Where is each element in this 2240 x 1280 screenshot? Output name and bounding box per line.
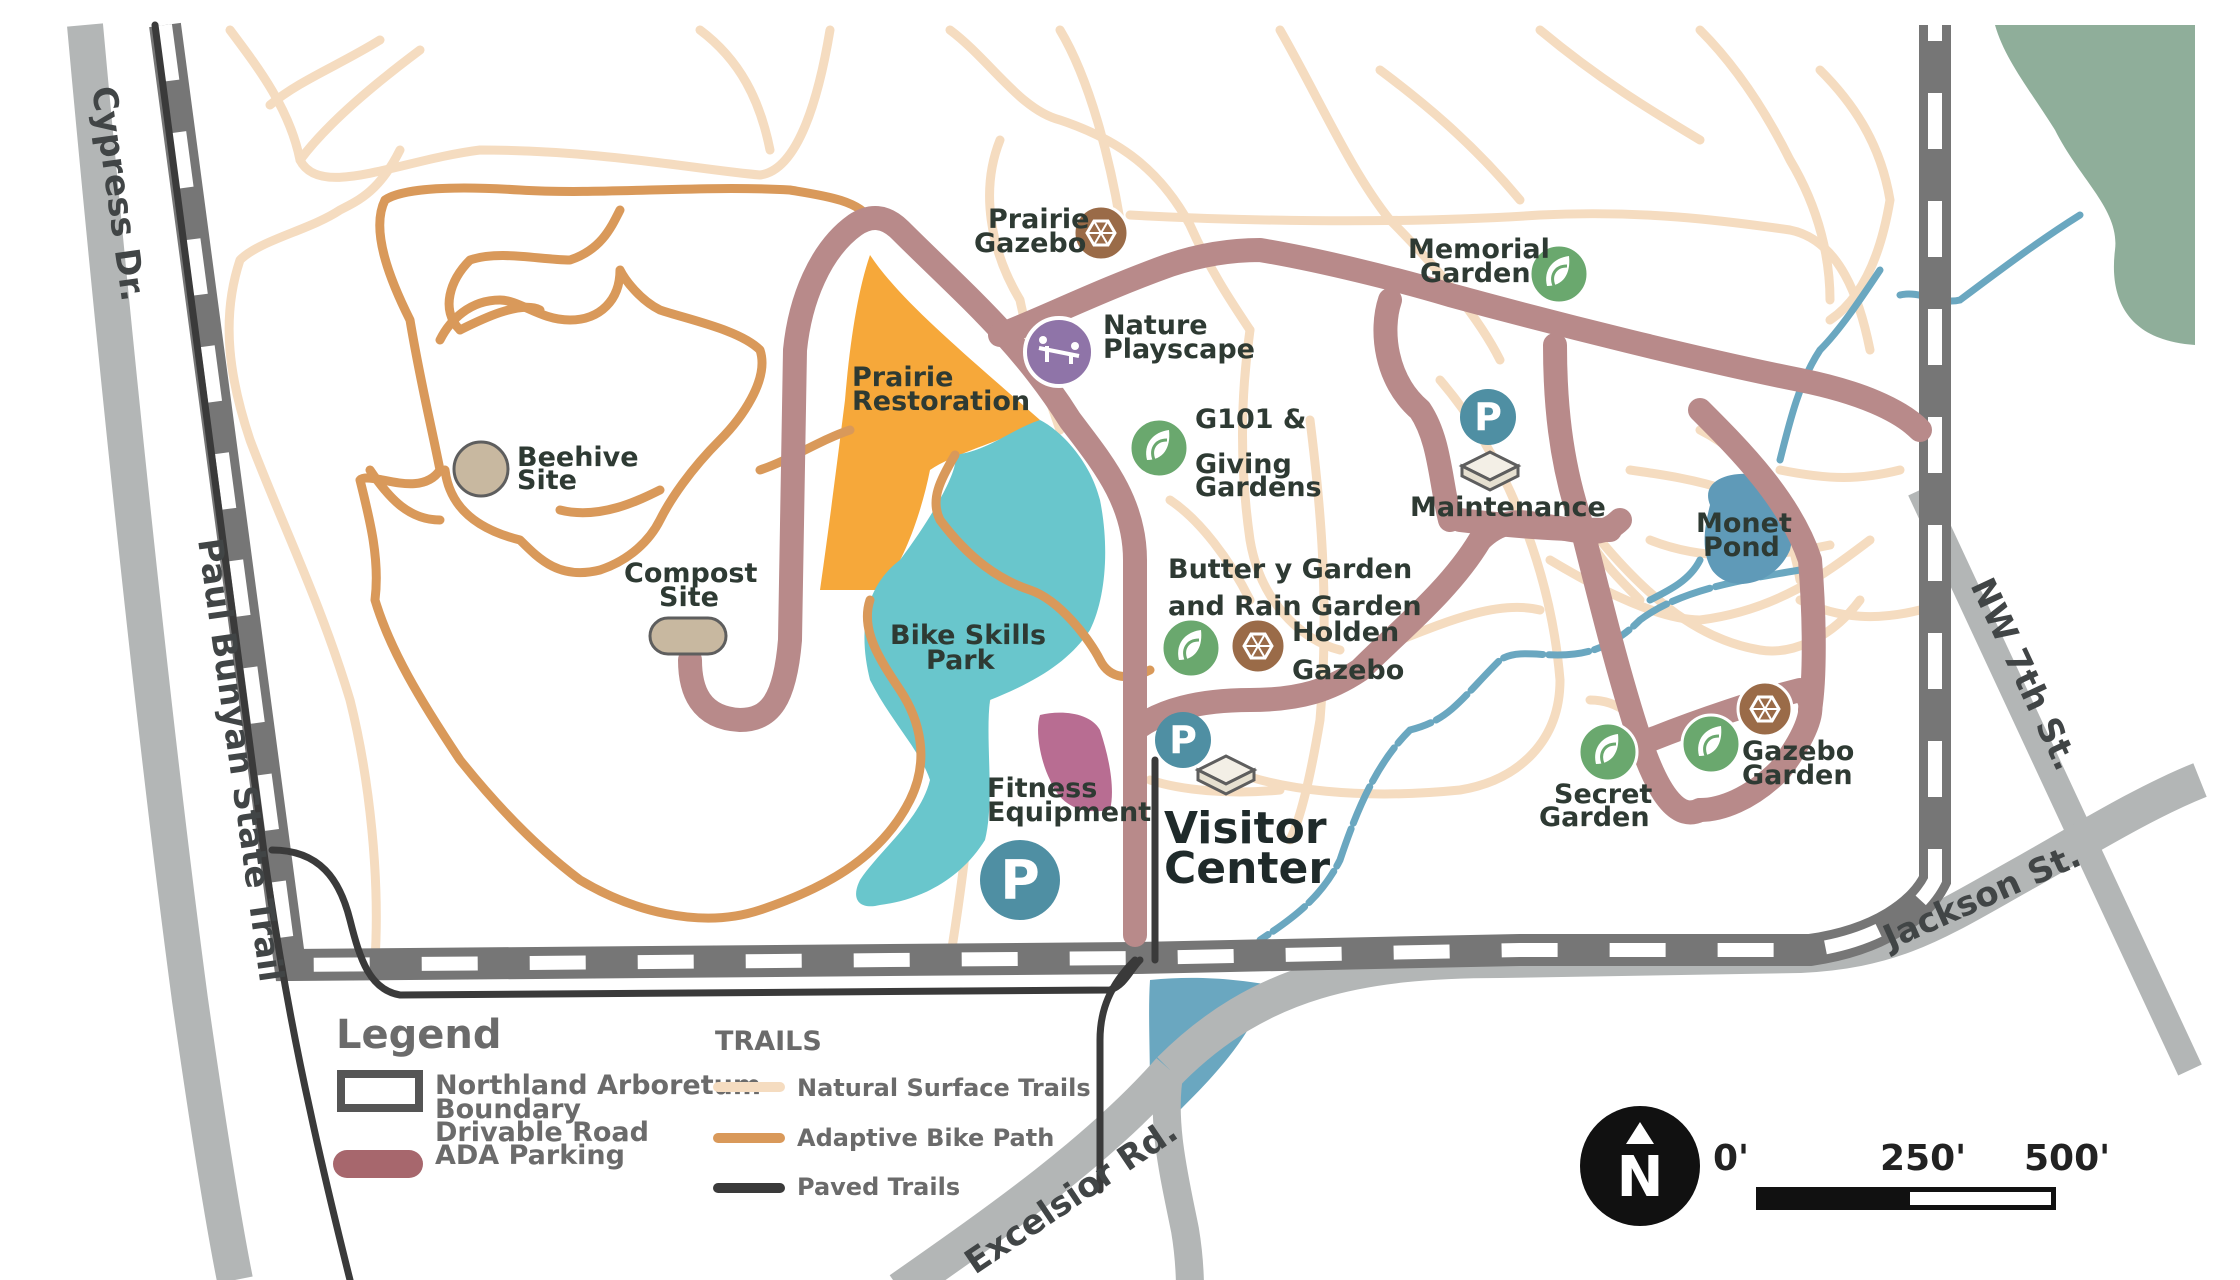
legend: Legend Northland Arboretum Boundary Driv… [333,1012,1091,1201]
legend-boundary-label-1: Northland Arboretum [435,1070,761,1101]
scale-label-0: 0' [1713,1138,1749,1179]
north-arrow: N [1580,1106,1700,1226]
secret-garden-label-1: Secret [1554,779,1652,810]
nature-playscape-label-2: Playscape [1103,334,1255,365]
bike-skills-park-area [856,420,1106,907]
legend-ada-label: ADA Parking [435,1140,625,1171]
prairie-restoration-area [820,255,1040,590]
forest-area [1995,25,2195,345]
monet-pond-label-2: Pond [1703,532,1780,563]
secret-garden-label-2: Garden [1539,802,1650,833]
butterfly-garden-label-2: and Rain Garden [1168,591,1422,622]
arboretum-boundary [149,22,1951,982]
gazebo-garden-label-1: Gazebo [1742,736,1854,767]
legend-boundary-label-2: Boundary [435,1094,581,1125]
bike-skills-label-1: Bike Skills [890,620,1046,651]
butterfly-garden-label-1: Butter y Garden [1168,554,1412,585]
excelsior-rd-branch [1152,1067,1204,1280]
prairie-gazebo-label-2: Gazebo [974,228,1086,259]
legend-boundary-swatch [337,1070,423,1112]
butterfly-rain-garden-icon[interactable] [1160,617,1222,679]
fitness-label-2: Equipment [987,797,1151,828]
gazebo-garden-gazebo-icon[interactable] [1736,680,1794,738]
compost-label-1: Compost [624,558,757,589]
legend-adaptive-label: Adaptive Bike Path [797,1124,1054,1152]
legend-natural-label: Natural Surface Trails [797,1074,1091,1102]
g101-giving-gardens-icon[interactable] [1128,417,1190,479]
parking-icon-main[interactable]: P [980,840,1060,920]
holden-gazebo-label-2: Gazebo [1292,655,1404,686]
beehive-label-2: Site [517,465,577,496]
bike-skills-label-2: Park [926,645,996,676]
nature-playscape-label-1: Nature [1103,310,1208,341]
prairie-restoration-label-2: Restoration [852,386,1030,417]
legend-paved-label: Paved Trails [797,1173,960,1201]
compost-label-2: Site [659,582,719,613]
holden-gazebo-label-1: Holden [1292,617,1399,648]
visitor-center-label-1: Visitor [1164,803,1327,854]
nw-7th-st [1908,484,2202,1076]
scale-bar: 0' 250' 500' [1713,1138,2110,1210]
prairie-restoration-label-1: Prairie [852,362,953,393]
prairie-gazebo-label-1: Prairie [988,204,1089,235]
visitor-center-label-2: Center [1164,843,1330,894]
parking-icon-maintenance[interactable] [1460,389,1516,445]
gazebo-garden-leaf-icon[interactable] [1680,713,1742,775]
legend-drivable-label: Drivable Road [435,1117,649,1148]
nature-playscape-icon[interactable] [1023,316,1095,388]
g101-label-3: Gardens [1195,472,1322,503]
secret-garden-icon[interactable] [1577,721,1639,783]
g101-label-1: G101 & [1195,404,1306,435]
parking-main-label: P [1000,849,1040,912]
gazebo-garden-label-2: Garden [1742,760,1853,791]
memorial-garden-label-2: Garden [1420,258,1531,289]
legend-title: Legend [336,1012,502,1058]
scale-label-250: 250' [1880,1138,1966,1179]
ada-parking-area [1038,712,1112,812]
scale-label-500: 500' [2024,1138,2110,1179]
fitness-label-1: Fitness [987,773,1097,804]
north-letter: N [1617,1145,1664,1210]
holden-gazebo-icon[interactable] [1229,617,1287,675]
cypress-dr [67,23,253,1280]
beehive-site-marker[interactable] [452,440,510,498]
natural-surface-trails [224,25,1925,965]
legend-ada-swatch [333,1150,423,1178]
nw-7th-label: NW 7th St. [1962,572,2086,777]
beehive-label-1: Beehive [517,442,639,473]
compost-site-marker[interactable] [648,616,728,656]
paved-trails [151,21,1159,1280]
adaptive-bike-path [355,183,1155,923]
monet-pond-label-1: Monet [1696,508,1792,539]
memorial-garden-label-1: Memorial [1408,234,1550,265]
g101-label-2: Giving [1195,449,1292,480]
excelsior-rd [889,1058,1184,1280]
maintenance-label: Maintenance [1410,492,1606,523]
parking-icon-visitor[interactable] [1155,712,1211,768]
legend-trails-title: TRAILS [715,1026,822,1057]
